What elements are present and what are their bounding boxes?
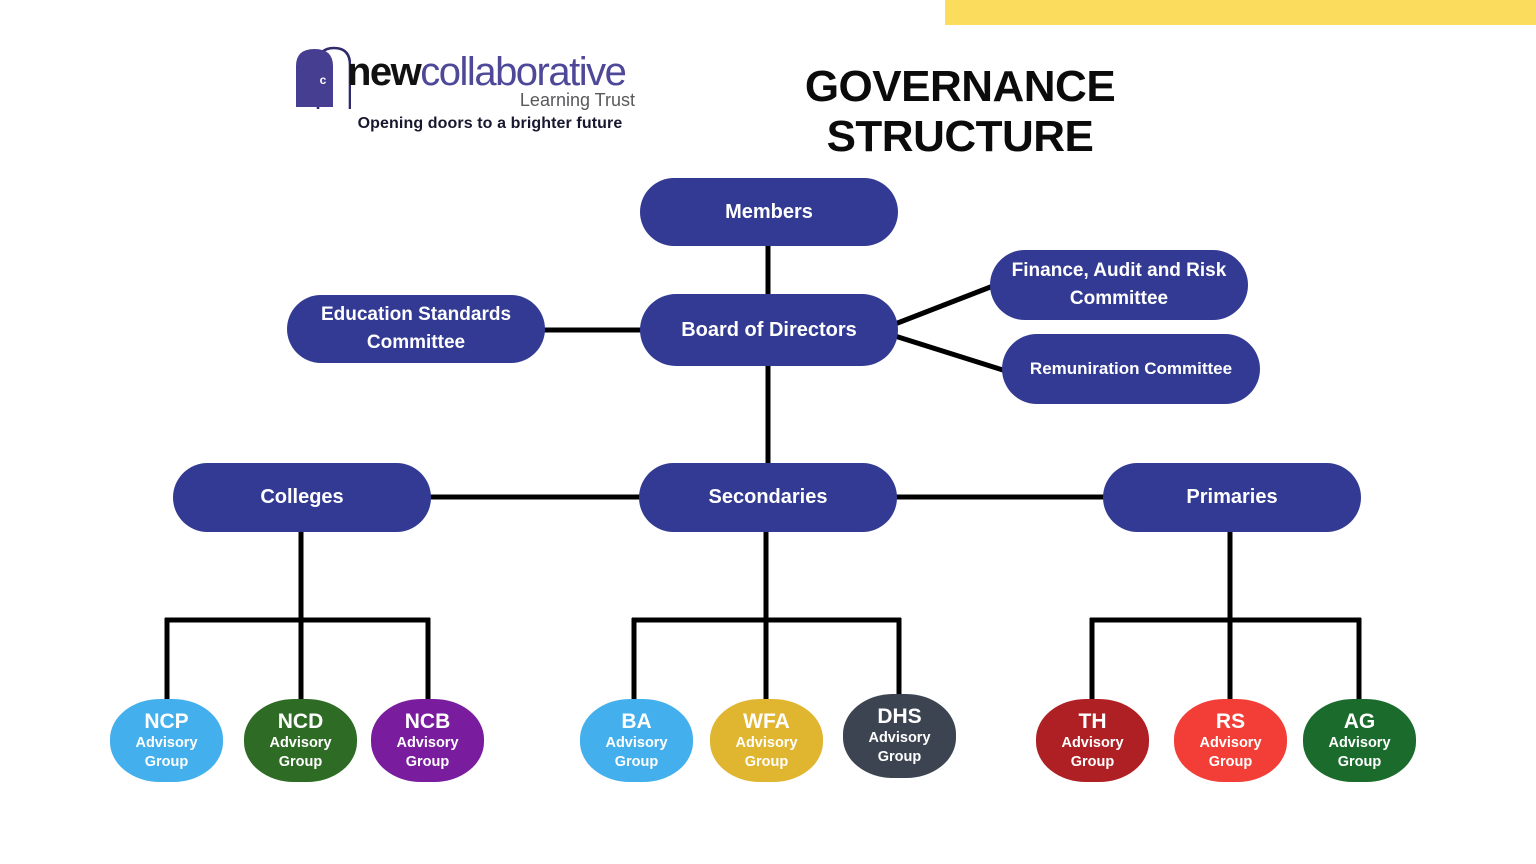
group-acronym: NCD <box>277 709 324 733</box>
node-rs-advisory-group: RS Advisory Group <box>1174 699 1287 782</box>
group-label: Advisory Group <box>269 734 332 770</box>
node-colleges: Colleges <box>173 463 431 532</box>
node-board-of-directors: Board of Directors <box>640 294 898 366</box>
group-acronym: DHS <box>877 705 922 729</box>
group-acronym: WFA <box>743 709 790 733</box>
group-acronym: NCP <box>144 709 189 733</box>
group-label: Advisory Group <box>1328 734 1391 770</box>
node-primaries: Primaries <box>1103 463 1361 532</box>
node-secondaries: Secondaries <box>639 463 897 532</box>
node-finance-audit-risk-committee: Finance, Audit and Risk Committee <box>990 250 1248 320</box>
node-remuneration-committee: Remuniration Committee <box>1002 334 1260 404</box>
node-ncp-advisory-group: NCP Advisory Group <box>110 699 223 782</box>
group-acronym: AG <box>1343 709 1376 733</box>
logo-subtitle: Learning Trust <box>519 90 635 110</box>
group-label: Advisory Group <box>868 730 931 766</box>
group-label: Advisory Group <box>605 734 668 770</box>
node-ncd-advisory-group: NCD Advisory Group <box>244 699 357 782</box>
node-wfa-advisory-group: WFA Advisory Group <box>710 699 823 782</box>
node-ba-advisory-group: BA Advisory Group <box>580 699 693 782</box>
group-label: Advisory Group <box>1061 734 1124 770</box>
group-label: Advisory Group <box>1199 734 1262 770</box>
group-label: Advisory Group <box>396 734 459 770</box>
group-acronym: NCB <box>404 709 451 733</box>
svg-text:c: c <box>320 73 327 87</box>
group-label: Advisory Group <box>135 734 198 770</box>
logo-tagline: Opening doors to a brighter future <box>357 115 623 132</box>
node-ncb-advisory-group: NCB Advisory Group <box>371 699 484 782</box>
group-acronym: RS <box>1215 709 1246 733</box>
node-dhs-advisory-group: DHS Advisory Group <box>843 694 956 778</box>
node-ag-advisory-group: AG Advisory Group <box>1303 699 1416 782</box>
brand-bold-text: new <box>347 50 422 94</box>
page-title: GOVERNANCE STRUCTURE <box>804 62 1116 161</box>
door-logo-icon: c <box>293 44 352 117</box>
group-label: Advisory Group <box>735 734 798 770</box>
group-acronym: BA <box>621 709 652 733</box>
brand-light-text: collaborative <box>420 50 627 94</box>
group-acronym: TH <box>1078 709 1107 733</box>
node-education-standards-committee: Education Standards Committee <box>287 295 545 363</box>
node-members: Members <box>640 178 898 246</box>
node-th-advisory-group: TH Advisory Group <box>1036 699 1149 782</box>
brand-wordmark: newcollaborative <box>347 50 639 94</box>
yellow-accent-bar <box>945 0 1536 25</box>
